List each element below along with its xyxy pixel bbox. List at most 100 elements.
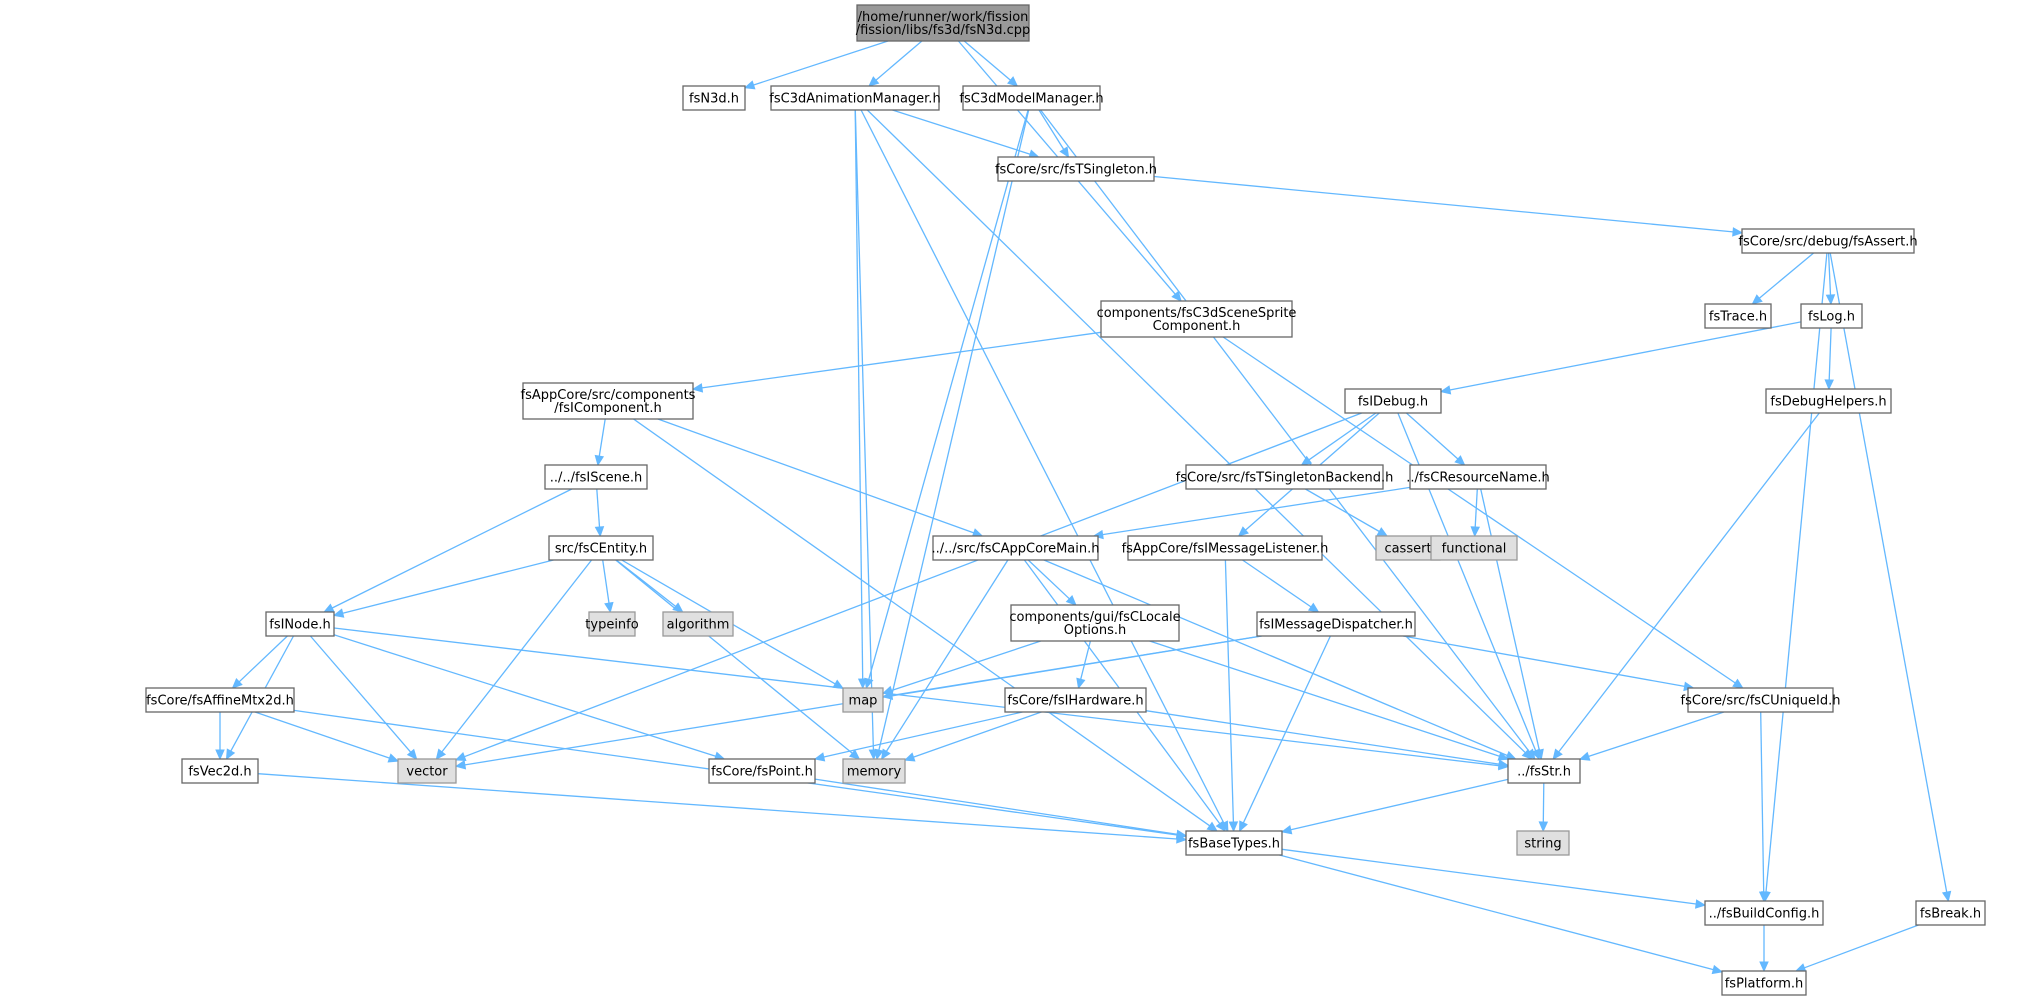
node-trace[interactable]: fsTrace.h — [1704, 303, 1772, 329]
node-inode[interactable]: fsINode.h — [265, 611, 335, 637]
node-algorithm: algorithm — [662, 611, 734, 637]
node-buildConfig[interactable]: ../fsBuildConfig.h — [1704, 900, 1824, 926]
node-box — [1800, 303, 1863, 329]
edges-layer — [215, 40, 1952, 975]
node-singleton[interactable]: fsCore/src/fsTSingleton.h — [995, 156, 1157, 182]
node-str[interactable]: ../fsStr.h — [1507, 758, 1581, 784]
edge-inode-to-vector — [309, 635, 418, 760]
edge-inode-to-affine — [231, 635, 288, 689]
arrowhead — [1228, 821, 1239, 833]
node-debugHelpers[interactable]: fsDebugHelpers.h — [1765, 388, 1892, 414]
node-box — [662, 611, 734, 637]
edge-animMgr-to-baseTypes — [860, 109, 1229, 833]
arrowhead — [1065, 594, 1077, 606]
arrowhead — [1497, 759, 1510, 769]
node-box — [397, 758, 457, 784]
node-label: fsVec2d.h — [188, 765, 251, 780]
edge-singleton-to-assert — [1153, 175, 1744, 237]
edge-assert-to-log — [1825, 252, 1836, 306]
arrowhead — [1751, 294, 1763, 305]
edge-str-to-baseTypes — [1280, 778, 1509, 835]
node-box — [1100, 300, 1293, 338]
arrowhead — [1825, 294, 1836, 306]
arrowhead — [1007, 76, 1019, 87]
arrowhead — [1206, 821, 1218, 832]
arrowhead — [813, 752, 826, 762]
node-vec2d[interactable]: fsVec2d.h — [181, 758, 259, 784]
node-fsN3d[interactable]: fsN3d.h — [682, 85, 746, 111]
edge-iscene-to-inode — [323, 488, 573, 613]
arrowhead — [1239, 820, 1248, 833]
node-box — [181, 758, 259, 784]
node-animMgr[interactable]: fsC3dAnimationManager.h — [769, 85, 941, 111]
edge-singletonBackend-to-cassert — [1305, 488, 1389, 537]
node-resName[interactable]: ../fsCResourceName.h — [1406, 464, 1550, 490]
node-label: /home/runner/work/fission — [858, 10, 1029, 25]
node-vector: vector — [397, 758, 457, 784]
node-log[interactable]: fsLog.h — [1800, 303, 1863, 329]
node-icomp[interactable]: fsAppCore/src/components/fsIComponent.h — [521, 382, 696, 420]
node-label: fsCore/fsIHardware.h — [1007, 694, 1143, 709]
node-label: fsBreak.h — [1920, 907, 1981, 922]
node-baseTypes[interactable]: fsBaseTypes.h — [1185, 830, 1283, 856]
node-assert[interactable]: fsCore/src/debug/fsAssert.h — [1738, 228, 1918, 254]
edge-entity-to-vector — [435, 559, 593, 760]
edge-animMgr-to-str — [866, 109, 1533, 760]
node-label: fsIMessageDispatcher.h — [1259, 618, 1413, 633]
edge-msgDispatcher-to-uniqueId — [1402, 635, 1695, 692]
node-box — [1185, 464, 1384, 490]
node-modelMgr[interactable]: fsC3dModelManager.h — [959, 85, 1104, 111]
edge-affine-to-vec2d — [215, 712, 225, 761]
edge-appCoreMain-to-memory — [880, 559, 1009, 761]
edge-buildConfig-to-platform — [1759, 925, 1769, 973]
node-singletonBackend[interactable]: fsCore/src/fsTSingletonBackend.h — [1176, 464, 1394, 490]
node-uniqueId[interactable]: fsCore/src/fsCUniqueId.h — [1681, 687, 1841, 713]
edge-root-to-animMgr — [868, 40, 923, 87]
node-box — [588, 611, 636, 637]
edge-modelMgr-to-singleton — [1038, 109, 1070, 159]
arrowhead — [1732, 227, 1744, 237]
node-iscene[interactable]: ../../fsIScene.h — [544, 464, 648, 490]
arrowhead — [1307, 602, 1320, 613]
edge-log-to-debugHelpers — [1824, 327, 1834, 391]
edge-debugHelpers-to-str — [1552, 412, 1820, 760]
arrowhead — [1059, 146, 1070, 159]
edge-assert-to-trace — [1751, 252, 1815, 305]
node-msgDispatcher[interactable]: fsIMessageDispatcher.h — [1256, 611, 1416, 637]
node-label: algorithm — [667, 618, 730, 633]
arrowhead — [454, 760, 467, 770]
arrowhead — [864, 677, 874, 690]
arrowhead — [1076, 677, 1086, 690]
node-affine[interactable]: fsCore/fsAffineMtx2d.h — [145, 687, 295, 713]
node-label: fsC3dModelManager.h — [959, 92, 1103, 107]
node-label: /fsIComponent.h — [554, 401, 661, 416]
edge-modelMgr-to-str — [1040, 109, 1536, 760]
arrowhead — [1454, 455, 1466, 466]
node-label: fsIDebug.h — [1358, 395, 1428, 410]
node-msgListener[interactable]: fsAppCore/fsIMessageListener.h — [1122, 535, 1329, 561]
node-entity[interactable]: src/fsCEntity.h — [548, 535, 654, 561]
arrowhead — [594, 526, 605, 538]
node-label: fsCore/fsPoint.h — [711, 765, 813, 780]
node-label: fsCore/src/fsTSingleton.h — [995, 163, 1157, 178]
node-platform[interactable]: fsPlatform.h — [1721, 970, 1807, 996]
node-point[interactable]: fsCore/fsPoint.h — [708, 758, 816, 784]
edge-hardware-to-str — [1145, 710, 1510, 769]
node-root[interactable]: /home/runner/work/fission/fission/libs/f… — [856, 4, 1031, 42]
nodes-layer: /home/runner/work/fission/fission/libs/f… — [145, 4, 1986, 996]
node-label: fsCore/src/fsTSingletonBackend.h — [1176, 471, 1394, 486]
node-box — [932, 535, 1099, 561]
node-string: string — [1516, 830, 1570, 856]
node-appCoreMain[interactable]: ../../src/fsCAppCoreMain.h — [932, 535, 1100, 561]
node-brk[interactable]: fsBreak.h — [1915, 900, 1986, 926]
node-box — [962, 85, 1101, 111]
node-idebug[interactable]: fsIDebug.h — [1344, 388, 1442, 414]
node-hardware[interactable]: fsCore/fsIHardware.h — [1004, 687, 1147, 713]
edge-hardware-to-memory — [903, 711, 1042, 762]
arrowhead — [1732, 678, 1744, 689]
arrowhead — [1439, 385, 1452, 395]
node-box — [682, 85, 746, 111]
arrowhead — [1300, 455, 1313, 466]
